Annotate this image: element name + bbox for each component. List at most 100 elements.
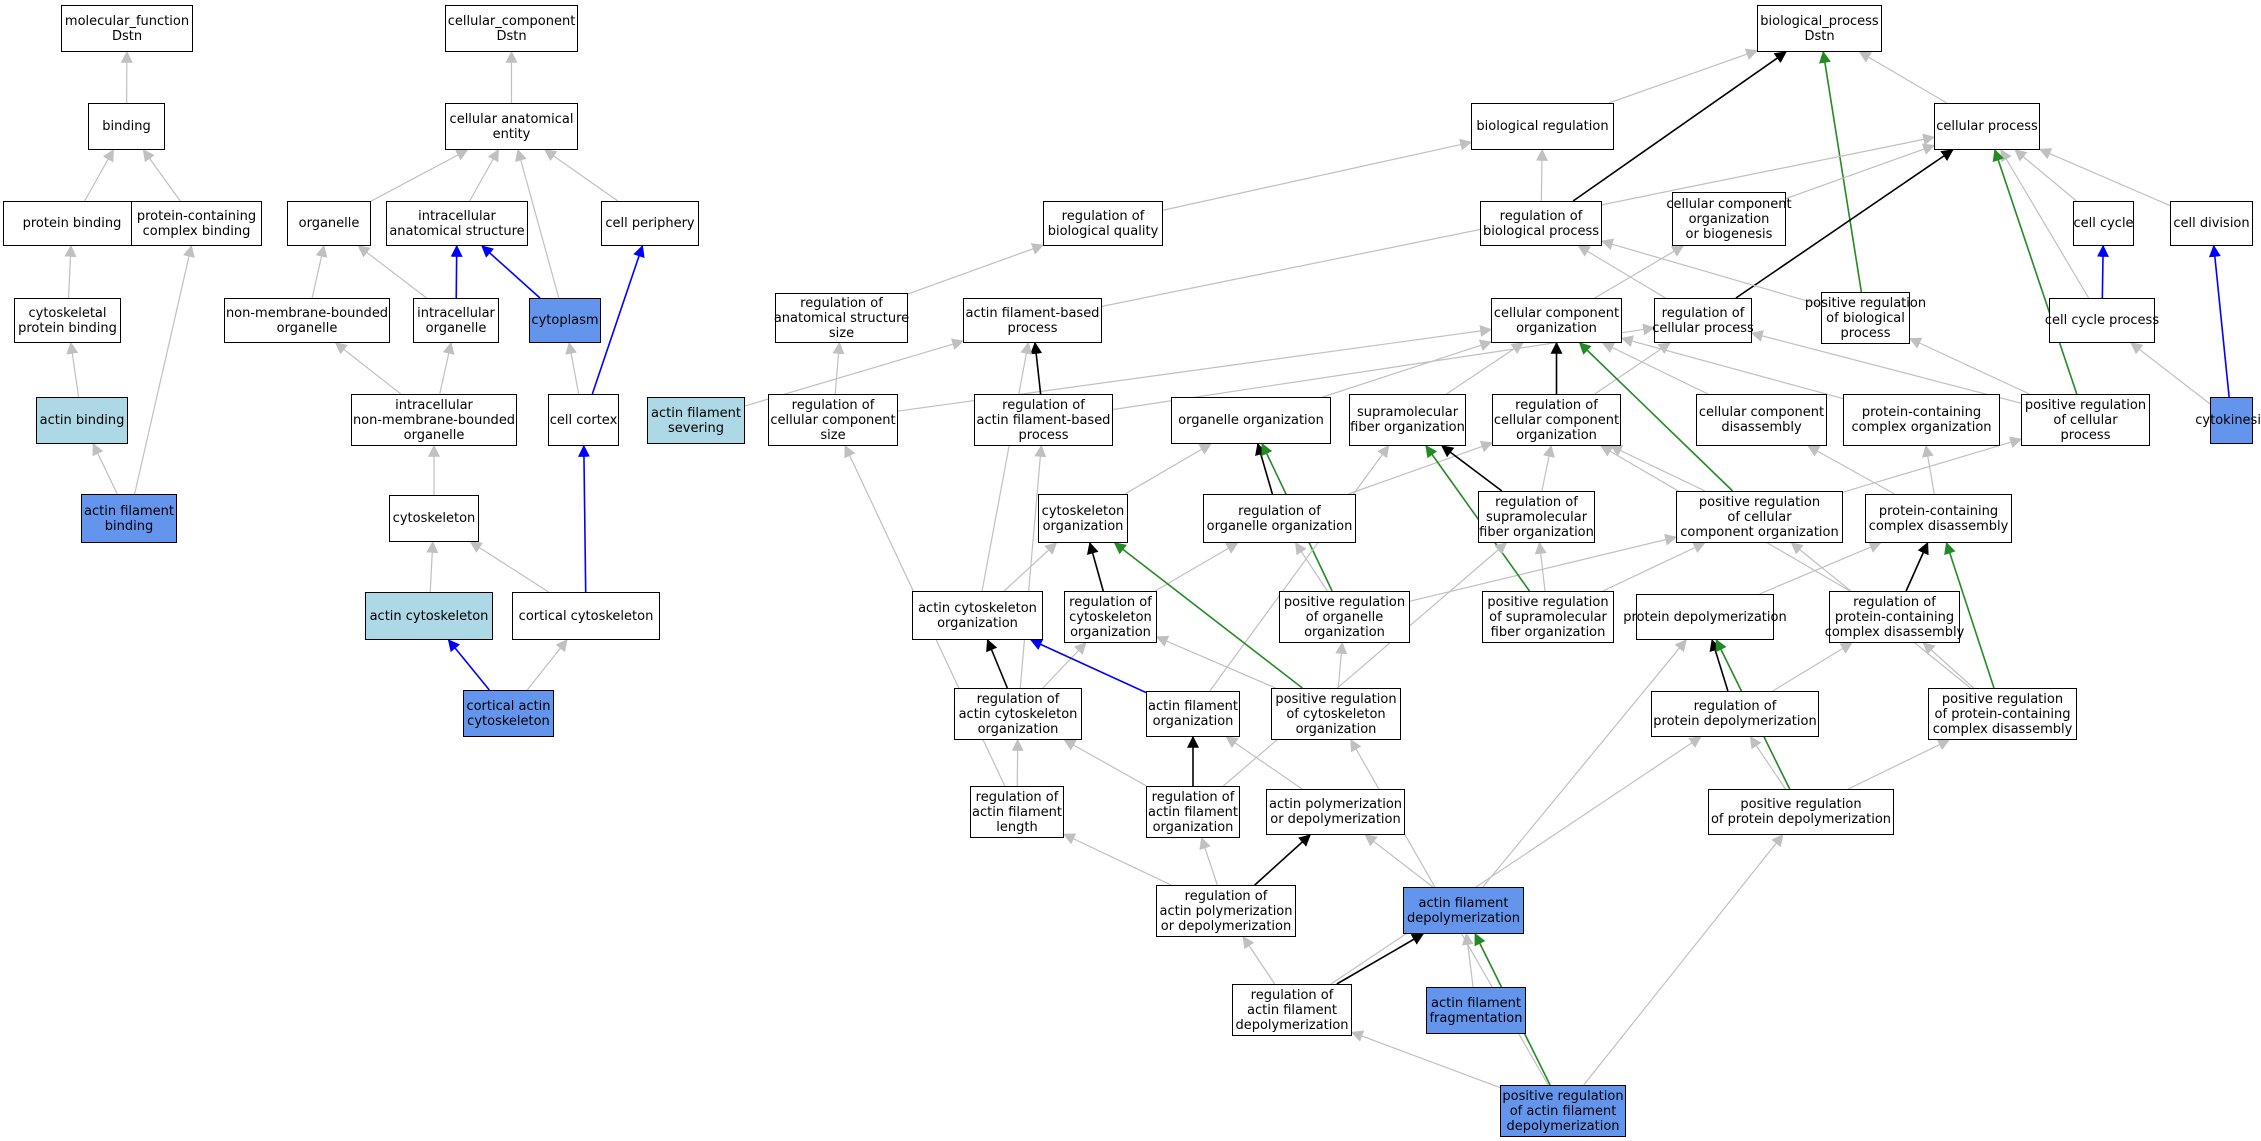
node-label-line: cell cycle process: [2044, 313, 2160, 328]
go-term-node-cortical-cytoskeleton[interactable]: cortical cytoskeleton: [512, 592, 660, 640]
node-label-line: cellular anatomical: [449, 111, 574, 127]
edge-actin-binding-to-cyto-protein-binding: [66, 341, 80, 398]
go-term-node-cell-cycle-process[interactable]: cell cycle process: [2045, 298, 2159, 343]
edge-pcc-disassembly-to-pcc-org: [1921, 444, 1935, 495]
node-label-line: process: [1007, 320, 1058, 336]
node-label-line: cellular_component: [447, 13, 576, 29]
node-label-line: Dstn: [496, 28, 527, 44]
node-label-line: actin filament-based: [965, 305, 1100, 321]
edge-pcc-org-to-cco: [1620, 335, 1844, 400]
go-term-node-cell-periphery[interactable]: cell periphery: [601, 201, 699, 246]
go-term-node-protein-depoly[interactable]: protein depolymerization: [1623, 594, 1787, 640]
go-term-node-cell-cortex[interactable]: cell cortex: [548, 394, 619, 446]
node-label-line: depolymerization: [1506, 1118, 1620, 1134]
node-label-line: actin filament: [84, 503, 174, 519]
node-label-line: length: [996, 819, 1038, 835]
edge-cell-cycle-process-to-cell-cycle: [2096, 244, 2109, 299]
node-label-line: protein depolymerization: [1653, 714, 1817, 729]
go-term-node-actin-binding[interactable]: actin binding: [36, 397, 128, 444]
go-term-node-cytoskeleton[interactable]: cytoskeleton: [389, 495, 479, 542]
go-term-node-actin-cytoskeleton[interactable]: actin cytoskeleton: [365, 592, 493, 640]
node-label-line: complex disassembly: [1824, 624, 1965, 640]
go-term-node-binding[interactable]: binding: [88, 103, 165, 150]
go-term-node-organelle[interactable]: organelle: [287, 201, 371, 246]
go-term-node-cytokinesis[interactable]: cytokinesis: [2195, 397, 2261, 444]
go-term-node-organelle-org[interactable]: organelle organization: [1171, 397, 1331, 444]
node-label-line: of cytoskeleton: [1286, 706, 1386, 722]
go-term-node-cytoplasm[interactable]: cytoplasm: [529, 298, 601, 343]
edge-pos-reg-cell-process-to-cell-process: [1992, 148, 2078, 395]
edge-cytokinesis-to-cell-division: [2208, 244, 2230, 398]
go-term-node-bio-reg[interactable]: biological regulation: [1471, 103, 1614, 150]
go-term-node-cell-cycle[interactable]: cell cycle: [2073, 201, 2134, 246]
go-term-node-protein-binding[interactable]: protein binding: [3, 201, 141, 246]
node-label-line: cytoskeleton: [467, 713, 550, 729]
node-label-line: cellular component: [1666, 196, 1792, 212]
node-label-line: depolymerization: [1235, 1017, 1349, 1033]
go-term-node-cell-process[interactable]: cellular process: [1934, 103, 2040, 150]
node-label-line: cellular component: [1493, 412, 1620, 428]
edge-io-to-ias: [450, 244, 463, 299]
edge-reg-actin-poly-depoly-to-actin-poly-depoly: [1254, 834, 1311, 886]
node-label-line: Dstn: [111, 28, 143, 44]
go-term-node-cell-division[interactable]: cell division: [2170, 201, 2253, 246]
edge-pos-reg-cco-to-pos-reg-cell-process: [1842, 436, 2023, 493]
edge-reg-protein-depoly-to-reg-pcc-disassembly: [1772, 642, 1853, 692]
edge-reg-actin-cyto-org-to-actin-cyto-org: [986, 638, 1009, 689]
edge-cortical-actin-cytoskeleton-to-cortical-cytoskeleton: [526, 639, 568, 691]
